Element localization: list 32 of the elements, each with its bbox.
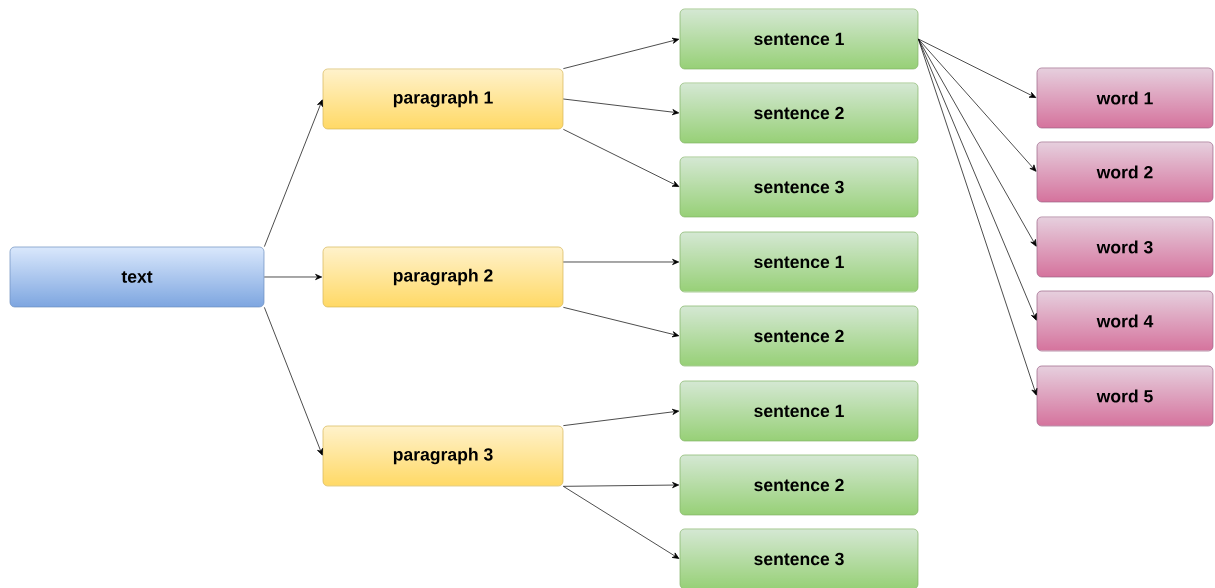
word-box: word 3 (1036, 216, 1214, 278)
arrow (563, 37, 680, 69)
arrow (264, 273, 323, 281)
sentence-box: sentence 2 (679, 305, 919, 367)
arrow (563, 408, 680, 426)
arrow (563, 485, 680, 559)
sentence-box: sentence 2 (679, 454, 919, 516)
word-box: word 4 (1036, 290, 1214, 352)
arrow (563, 129, 680, 187)
sentence-box: sentence 1 (679, 8, 919, 70)
arrow (264, 307, 323, 456)
arrow (264, 99, 323, 247)
paragraph-box: paragraph 1 (322, 68, 564, 130)
sentence-box: sentence 3 (679, 528, 919, 588)
sentence-box: sentence 3 (679, 156, 919, 218)
root-box: text (9, 246, 265, 308)
arrow (918, 38, 1038, 396)
arrow (918, 38, 1037, 172)
sentence-box: sentence 1 (679, 380, 919, 442)
arrow (918, 38, 1037, 98)
arrow (563, 307, 680, 338)
word-box: word 2 (1036, 141, 1214, 203)
word-box: word 1 (1036, 67, 1214, 129)
paragraph-box: paragraph 2 (322, 246, 564, 308)
arrow (563, 482, 680, 489)
sentence-box: sentence 1 (679, 231, 919, 293)
arrow (563, 258, 680, 266)
arrow (918, 38, 1037, 247)
arrow (563, 98, 680, 116)
sentence-box: sentence 2 (679, 82, 919, 144)
paragraph-box: paragraph 3 (322, 425, 564, 487)
word-box: word 5 (1036, 365, 1214, 427)
